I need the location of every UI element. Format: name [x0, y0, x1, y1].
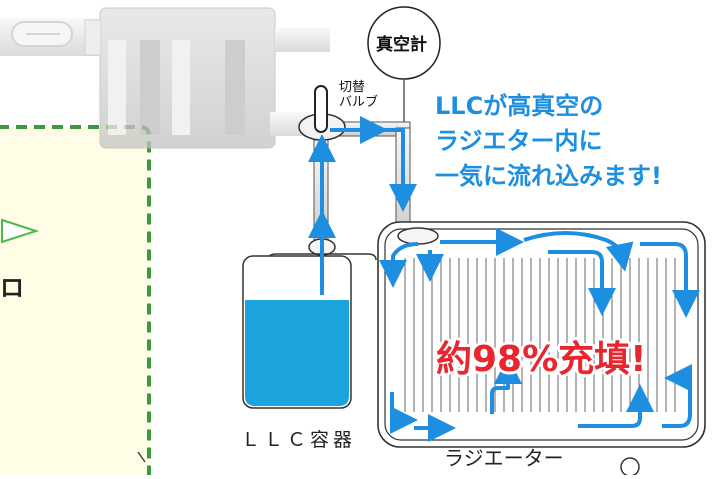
- llc-container-label: ＬＬＣ容器: [241, 429, 357, 451]
- arrow-icon: [578, 384, 654, 428]
- arrow-icon: [640, 242, 700, 318]
- vacuum-gauge-label: 真空計: [376, 35, 427, 55]
- caption-line-2: ラジエター内に: [435, 127, 603, 155]
- switch-valve-label-line1: 切替: [339, 80, 366, 95]
- coolant-liquid: [245, 300, 349, 406]
- llc-container: [242, 253, 377, 409]
- arrow-icon: [548, 250, 616, 316]
- drain-plug-icon: [620, 457, 640, 477]
- radiator-label: ラジエーター: [444, 446, 564, 470]
- arrow-icon: [490, 356, 522, 414]
- arrow-icon: [380, 128, 417, 212]
- fragment-mark: [137, 451, 146, 463]
- fill-rate-label: 約98%充填!: [436, 339, 647, 380]
- arrow-icon: [379, 242, 419, 288]
- caption-line-3: 一気に流れ込みます!: [435, 162, 662, 190]
- switch-valve-label-line2: バルブ: [339, 95, 379, 110]
- valve-handle-icon: [314, 85, 328, 133]
- arrow-icon: [662, 364, 693, 428]
- radiator-inlet: [397, 227, 439, 245]
- pointer-arrow-icon: [0, 218, 40, 244]
- flow-caption: LLCが高真空の ラジエター内に 一気に流れ込みます!: [435, 89, 662, 194]
- vacuum-gauge: [367, 6, 441, 128]
- arrow-icon: [389, 392, 418, 434]
- vacuum-machine: [0, 7, 330, 149]
- panel-text-fragment: ロ: [0, 274, 24, 302]
- caption-line-1: LLCが高真空の: [435, 92, 604, 120]
- arrow-icon: [523, 231, 634, 272]
- switch-valve-label: 切替 バルブ: [339, 80, 378, 110]
- flow-arrows: [308, 116, 700, 442]
- gauge-icon: [367, 6, 441, 80]
